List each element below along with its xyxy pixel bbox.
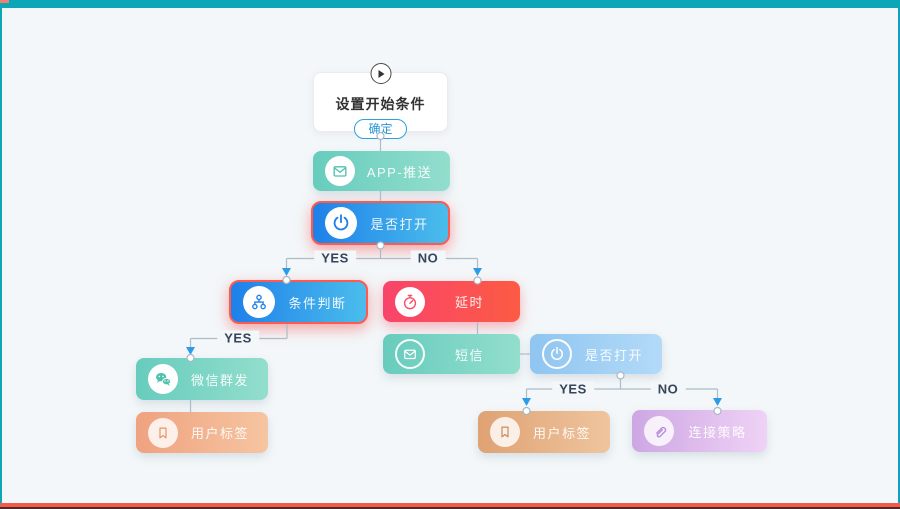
right-border-line (898, 8, 900, 503)
node-label: 用户标签 (532, 425, 591, 441)
node-condition[interactable]: 条件判断 (229, 280, 368, 324)
corner-artifact (0, 0, 9, 3)
bottom-border-line (0, 503, 900, 507)
node-label: 微信群发 (190, 372, 249, 388)
node-label: 用户标签 (190, 426, 249, 441)
envelope-icon (325, 156, 355, 186)
node-user-tag-left[interactable]: 用户标签 (136, 412, 268, 453)
branch-label-no-3: NO (650, 381, 686, 397)
node-sms[interactable]: 短信 (383, 334, 520, 374)
branch-label-no-1: NO (410, 250, 446, 266)
node-wechat-group[interactable]: 微信群发 (136, 358, 268, 400)
node-link-strategy[interactable]: 连接策略 (632, 410, 767, 452)
power-icon (542, 339, 572, 369)
node-label: 条件判断 (288, 295, 347, 311)
branch-label-yes-1: YES (314, 250, 356, 266)
branch-label-yes-2: YES (217, 330, 259, 346)
power-icon (325, 207, 357, 239)
node-app-push[interactable]: APP-推送 (313, 151, 450, 191)
confirm-button[interactable]: 确定 (354, 119, 407, 139)
node-label: 延时 (454, 295, 484, 310)
branch-icon (243, 286, 275, 318)
node-label: 是否打开 (370, 216, 429, 232)
link-icon (644, 416, 674, 446)
play-icon (370, 63, 391, 84)
envelope-icon (395, 339, 425, 369)
node-open-check-1[interactable]: 是否打开 (311, 201, 450, 245)
top-border-bar (0, 0, 900, 8)
branch-label-yes-3: YES (552, 381, 594, 397)
left-border-line (0, 8, 2, 503)
node-label: APP-推送 (366, 164, 433, 180)
node-label: 短信 (454, 347, 484, 363)
start-node[interactable]: 设置开始条件 确定 (313, 63, 448, 139)
node-user-tag-right[interactable]: 用户标签 (478, 411, 610, 453)
node-label: 连接策略 (688, 424, 747, 440)
bookmark-icon (490, 417, 520, 447)
stopwatch-icon (395, 286, 425, 317)
node-delay[interactable]: 延时 (383, 281, 520, 322)
bottom-edge-line (0, 507, 900, 509)
start-node-title: 设置开始条件 (335, 96, 426, 112)
wechat-icon (148, 364, 178, 394)
node-open-check-2[interactable]: 是否打开 (530, 334, 662, 374)
node-label: 是否打开 (584, 347, 643, 363)
bookmark-icon (148, 417, 178, 448)
